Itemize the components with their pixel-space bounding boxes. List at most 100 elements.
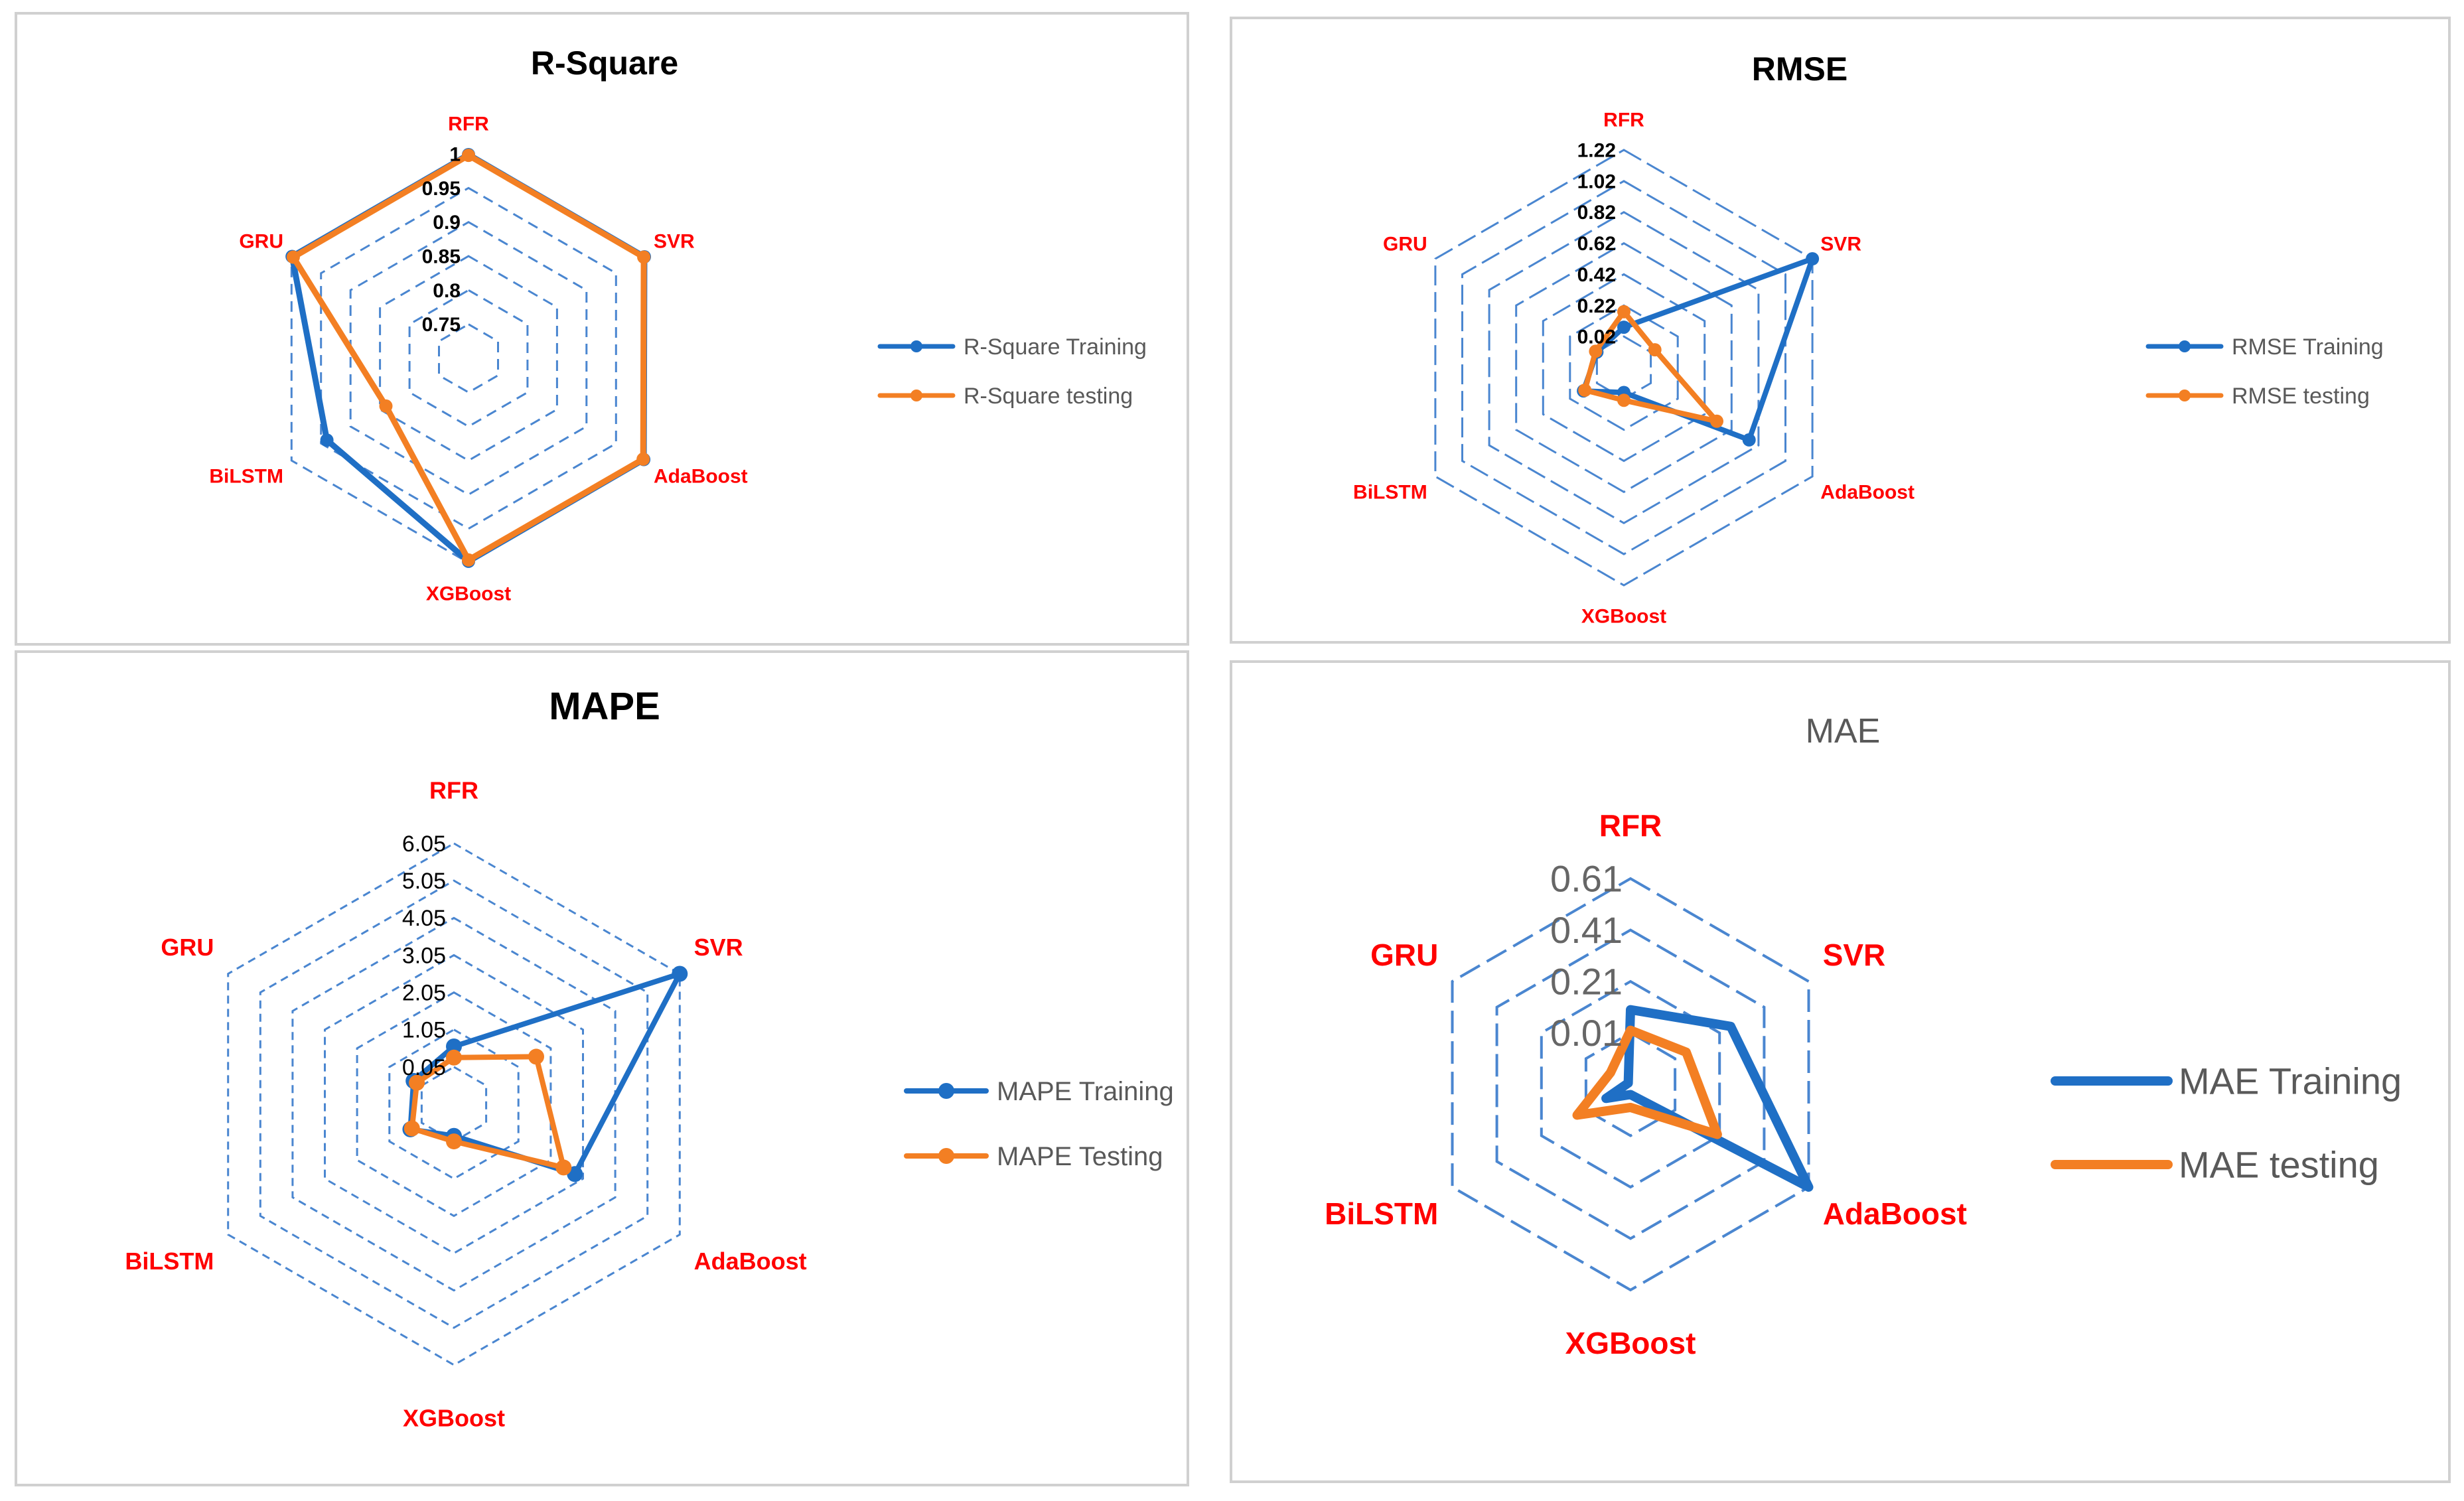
data-point	[286, 250, 300, 264]
rmse-radar-chart: RMSE 0.020.220.420.620.821.021.22 RFRSVR…	[1353, 50, 2384, 628]
data-point	[1648, 343, 1662, 357]
axis-label: GRU	[1383, 234, 1427, 255]
data-point	[403, 1120, 420, 1137]
legend-marker	[938, 1148, 954, 1164]
tick-label: 1.22	[1577, 140, 1616, 162]
legend-marker	[910, 390, 922, 401]
tick-label: 0.41	[1550, 909, 1623, 951]
tick-label: 4.05	[402, 906, 446, 931]
mae-radar-chart: MAE 0.01 0.21 0.41 0.61 RFR SVR AdaBoostXGBoo…	[1325, 712, 2402, 1360]
tick-label: 0.8	[433, 280, 461, 302]
axis-label: GRU	[239, 231, 283, 253]
grid-ring	[1461, 180, 1786, 555]
axis-label: AdaBoost	[1823, 1196, 1967, 1231]
tick-label: 0.85	[422, 246, 461, 268]
legend-label: RMSE testing	[2232, 384, 2370, 409]
grid-ring	[1434, 149, 1814, 587]
grid-ring	[1540, 979, 1721, 1189]
axis-label: SVR	[654, 231, 695, 253]
axis-label: AdaBoost	[1820, 482, 1915, 504]
data-point	[446, 1049, 462, 1066]
tick-label: 0.21	[1550, 961, 1623, 1003]
chart-title: MAE	[1806, 712, 1881, 750]
tick-label: 0.61	[1550, 858, 1623, 900]
axis-label: GRU	[161, 934, 214, 961]
legend-marker	[2179, 340, 2191, 352]
tick-label: 1.05	[402, 1018, 446, 1043]
series-line	[290, 152, 647, 563]
axis-label: SVR	[1823, 938, 1886, 972]
data-point	[446, 1038, 462, 1054]
data-point	[1617, 321, 1631, 334]
data-point	[1742, 433, 1756, 447]
grid-ring	[1584, 1031, 1677, 1137]
data-point	[636, 452, 650, 466]
series-line	[1572, 1025, 1722, 1139]
grid-ring	[291, 916, 616, 1292]
tick-label: 0.05	[402, 1055, 446, 1080]
axis-label: BiLSTM	[209, 466, 283, 488]
data-point	[1578, 384, 1592, 397]
data-point	[1617, 393, 1631, 407]
chart-title: RMSE	[1752, 50, 1848, 88]
tick-label: 1.02	[1577, 171, 1616, 192]
data-point	[555, 1159, 572, 1176]
tick-label: 0.01	[1550, 1012, 1623, 1054]
tick-label: 0.75	[422, 314, 461, 336]
legend-label: MAE Training	[2179, 1060, 2402, 1102]
grid-ring	[324, 954, 584, 1255]
legend-label: MAE testing	[2179, 1144, 2379, 1186]
grid-ring	[1488, 210, 1760, 525]
tick-label: 0.42	[1577, 264, 1616, 286]
grid-ring	[227, 842, 681, 1366]
data-point	[379, 399, 393, 413]
tick-label: 1	[449, 144, 461, 166]
axis-label: XGBoost	[1565, 1326, 1696, 1360]
axis-label: GRU	[1370, 938, 1438, 972]
data-point	[462, 149, 475, 163]
axis-label: XGBoost	[403, 1405, 505, 1432]
tick-label: 0.9	[433, 212, 461, 234]
grid-ring	[356, 991, 552, 1218]
legend-marker	[2179, 390, 2191, 401]
legend-label: R-Square testing	[964, 384, 1133, 409]
axis-label: BiLSTM	[1353, 482, 1427, 504]
axis-label: BiLSTM	[1325, 1196, 1438, 1231]
tick-label: 0.02	[1577, 326, 1616, 348]
tick-label: 0.22	[1577, 295, 1616, 317]
legend-label: R-Square Training	[964, 334, 1147, 360]
grid-ring	[349, 220, 588, 496]
series-line	[289, 151, 648, 565]
legend-label: MAPE Testing	[997, 1142, 1163, 1171]
tick-label: 0.95	[422, 178, 461, 200]
legend-marker	[910, 340, 922, 352]
data-point	[462, 553, 475, 567]
axis-label: XGBoost	[1581, 606, 1666, 628]
grid-ring	[290, 153, 647, 564]
legend-label: RMSE Training	[2232, 334, 2384, 360]
data-point	[672, 965, 688, 982]
grid-ring	[388, 1028, 520, 1180]
grid-ring	[1495, 928, 1766, 1240]
tick-label: 0.62	[1577, 233, 1616, 255]
grid-ring	[1569, 304, 1679, 431]
legend-label: MAPE Training	[997, 1077, 1174, 1106]
data-point	[1589, 344, 1603, 358]
tick-label: 3.05	[402, 943, 446, 968]
grid-ring	[379, 255, 558, 462]
chart-title: MAPE	[549, 685, 660, 728]
series-line	[1601, 1005, 1814, 1192]
data-point	[1806, 252, 1820, 265]
chart-title: R-Square	[531, 44, 678, 82]
axis-label: SVR	[694, 934, 743, 961]
grid-ring	[408, 289, 529, 428]
axis-label: RFR	[1599, 808, 1662, 843]
tick-label: 5.05	[402, 869, 446, 894]
axis-label: SVR	[1820, 234, 1861, 255]
axis-label: RFR	[1603, 109, 1644, 131]
data-point	[1710, 414, 1723, 428]
axis-label: RFR	[448, 113, 489, 135]
